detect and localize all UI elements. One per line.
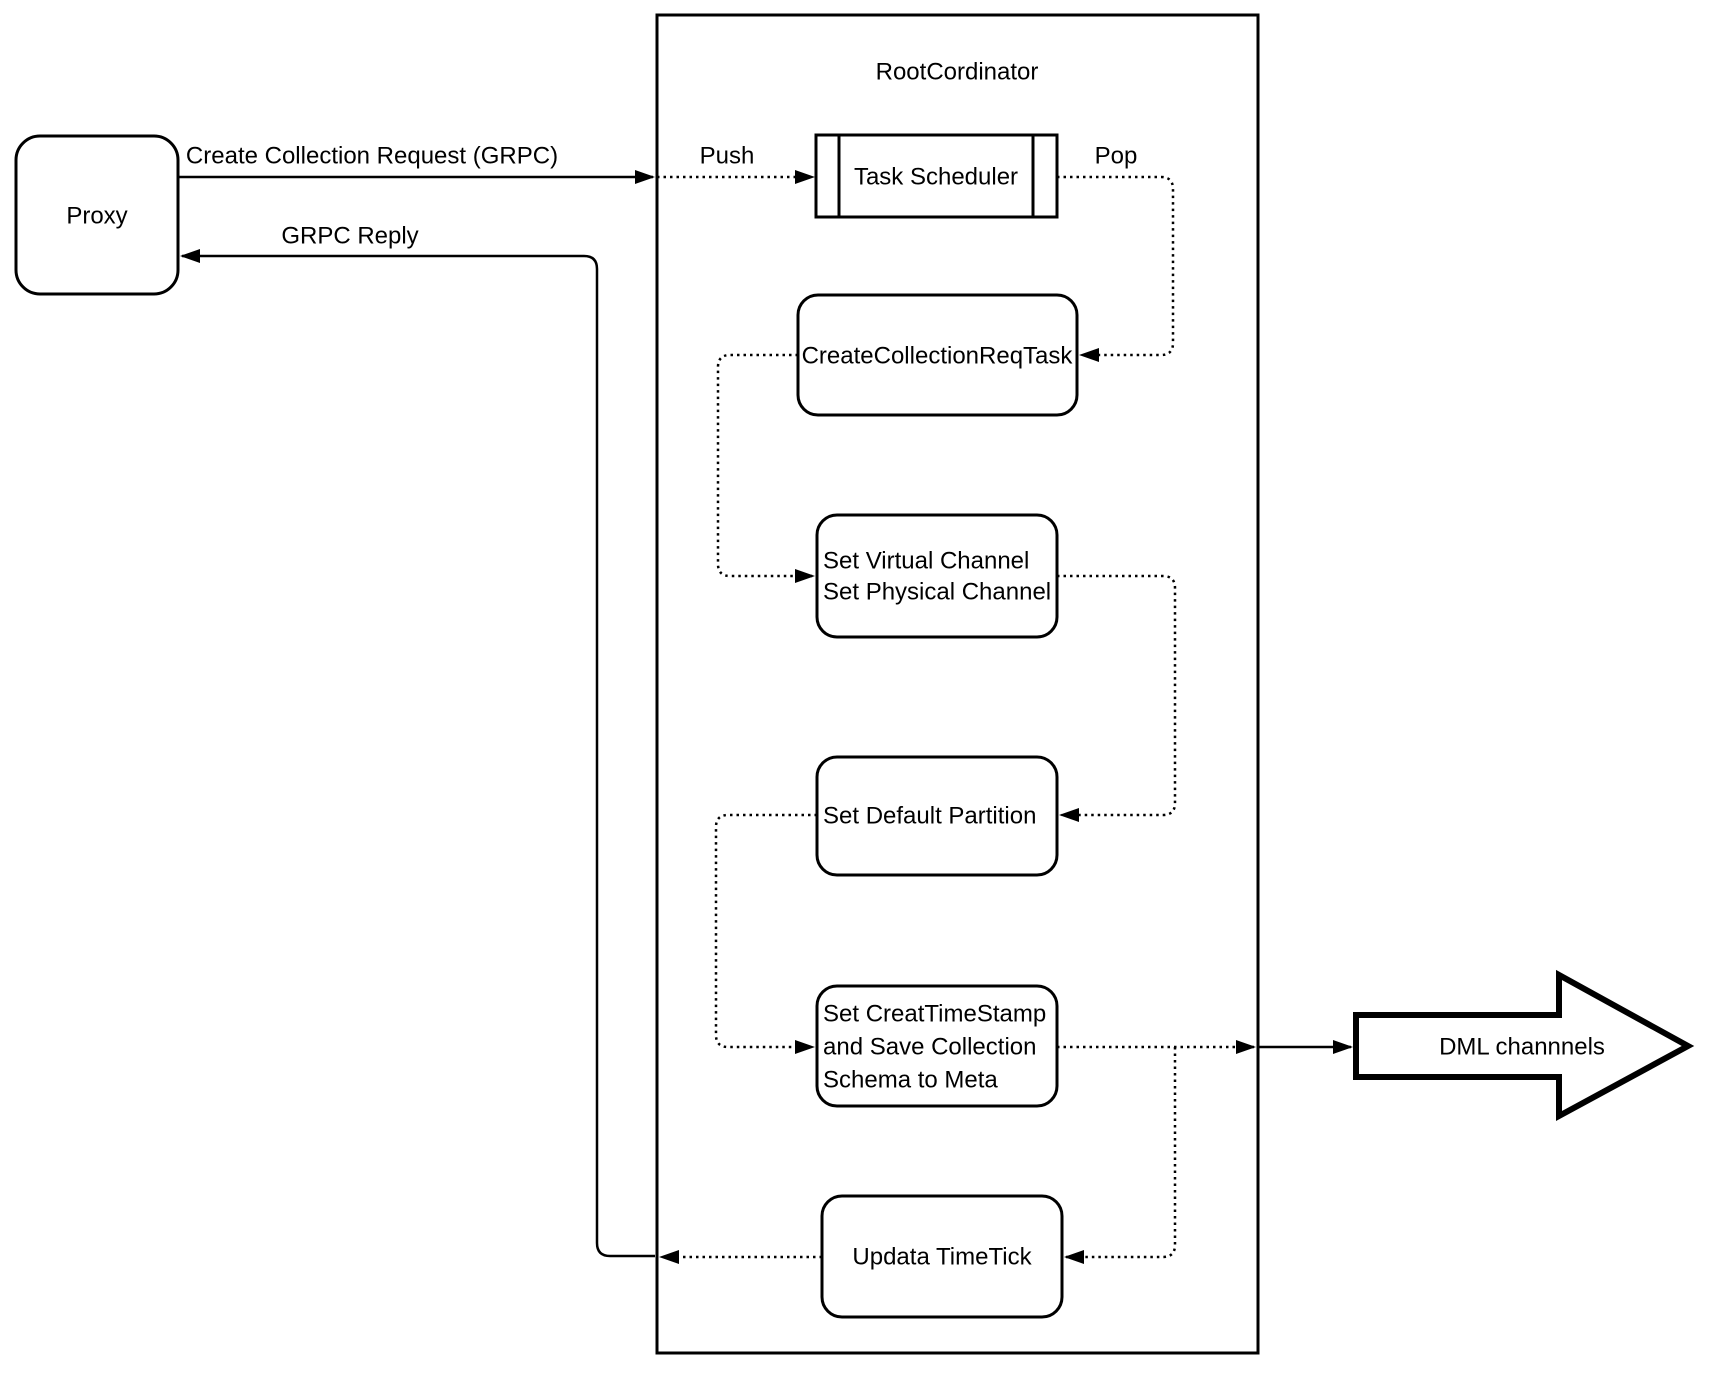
edge-label-grpc-reply: GRPC Reply [281,223,418,250]
set-default-partition-box [815,755,1059,877]
set-default-partition-node: Set Default Partition [815,755,1059,877]
edge-reqtask-to-setchannels [716,353,815,583]
set-creat-timestamp-label-line3: Schema to Meta [823,1067,998,1094]
create-collection-req-task-node: CreateCollectionReqTask [796,293,1079,417]
proxy-box [14,134,180,296]
set-channels-label-line2: Set Physical Channel [823,579,1051,606]
set-creat-timestamp-node: Set CreatTimeStamp and Save Collection S… [815,984,1059,1108]
set-creat-timestamp-label-line1: Set CreatTimeStamp [823,1001,1046,1028]
edge-setchannels-to-defaultpartition [1057,574,1177,822]
set-creat-timestamp-box [815,984,1059,1108]
edge-layer: Create Collection Request (GRPC) Push Po… [178,143,1353,1264]
updata-timetick-label: Updata TimeTick [852,1244,1032,1271]
updata-timetick-node: Updata TimeTick [820,1194,1064,1319]
task-scheduler-node: Task Scheduler [814,133,1059,219]
rootcoordinator-container: RootCordinator [655,13,1260,1355]
edge-label-create-collection-request: Create Collection Request (GRPC) [186,143,558,170]
create-collection-req-task-box [796,293,1079,417]
set-channels-box [815,513,1059,639]
edge-grpc-reply [180,249,655,1258]
edge-label-push: Push [700,143,755,170]
set-creat-timestamp-label-line2: and Save Collection [823,1034,1036,1061]
create-collection-req-task-label: CreateCollectionReqTask [802,343,1074,370]
updata-timetick-box [820,1194,1064,1319]
set-channels-label-line1: Set Virtual Channel [823,548,1029,575]
task-scheduler-box [814,133,1059,219]
dml-channels-node: DML channnels [1353,969,1695,1122]
proxy-node: Proxy [14,134,180,296]
set-default-partition-label: Set Default Partition [823,803,1036,830]
proxy-label: Proxy [66,203,127,230]
rootcoordinator-title: RootCordinator [876,59,1039,86]
rootcoordinator-box [655,13,1260,1355]
task-scheduler-label: Task Scheduler [854,164,1018,191]
dml-channels-label: DML channnels [1439,1034,1605,1061]
edge-label-pop: Pop [1095,143,1138,170]
dml-channels-arrow-shape [1353,969,1695,1122]
set-channels-node: Set Virtual Channel Set Physical Channel [815,513,1059,639]
